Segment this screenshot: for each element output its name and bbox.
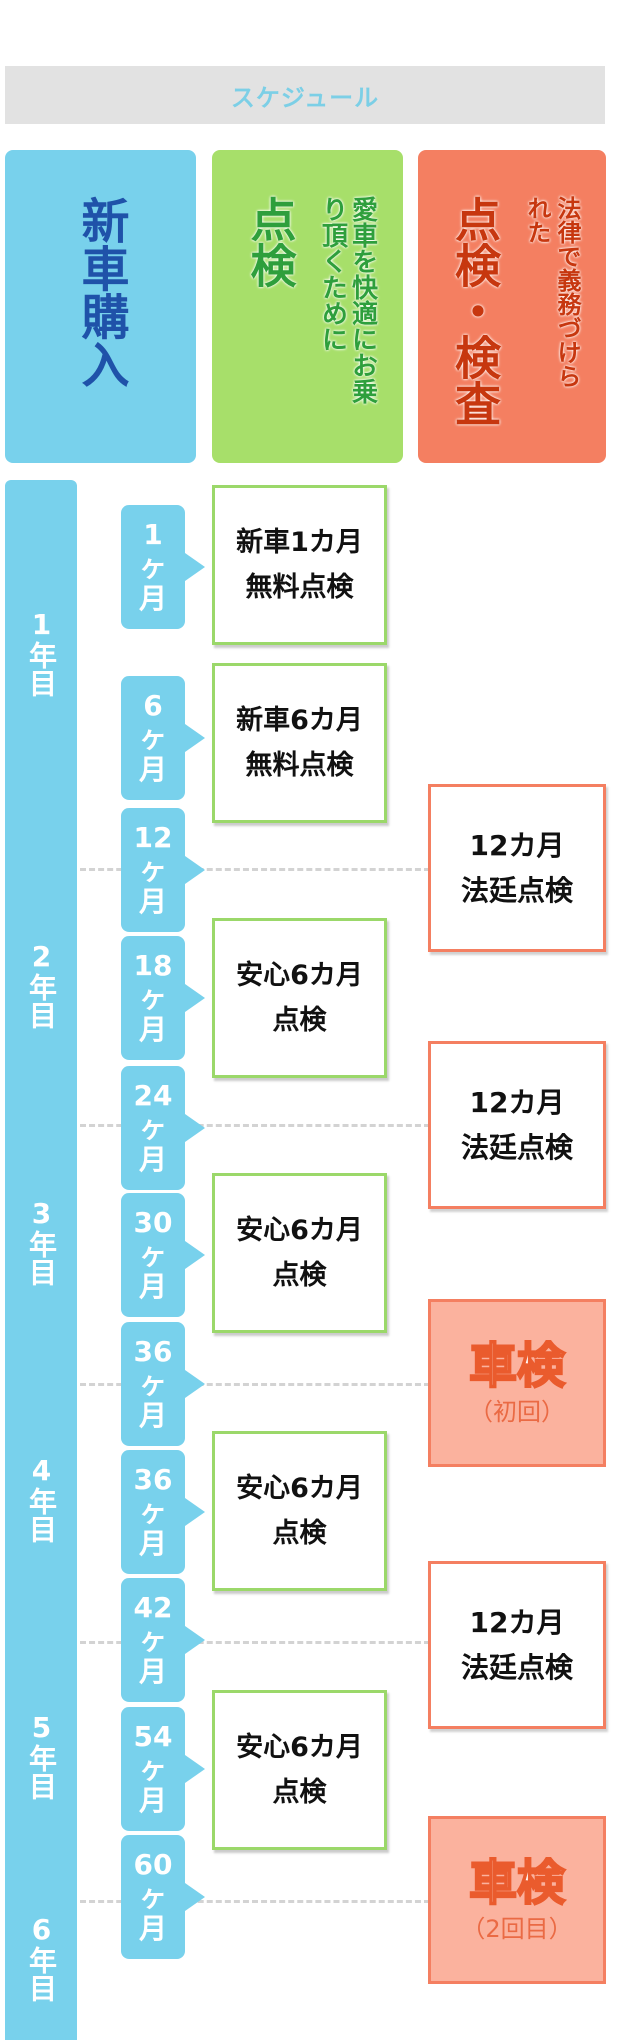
divider-line <box>80 1641 430 1644</box>
header-new-car-purchase: 新車購入 <box>5 150 196 463</box>
header-legal-inspection-sub: 法律で義務づけられた <box>523 196 581 388</box>
year-label-2: 2年目 <box>25 940 58 1029</box>
inspection-box: 安心6カ月点検 <box>212 1173 387 1333</box>
arrow-right-icon <box>185 1114 205 1142</box>
month-tab: 6ヶ月 <box>121 676 205 800</box>
divider-line <box>80 1900 430 1903</box>
inspection-box: 新車6カ月無料点検 <box>212 663 387 823</box>
legal-inspection-box: 12カ月法廷点検 <box>428 1041 606 1209</box>
month-tab: 36ヶ月 <box>121 1322 205 1446</box>
divider-line <box>80 1124 430 1127</box>
year-label-3: 3年目 <box>25 1197 58 1286</box>
arrow-right-icon <box>185 553 205 581</box>
arrow-right-icon <box>185 1883 205 1911</box>
month-tab: 36ヶ月 <box>121 1450 205 1574</box>
header-legal-inspection: 法律で義務づけられた 点検・検査 <box>418 150 606 463</box>
month-tab: 24ヶ月 <box>121 1066 205 1190</box>
header-inspection-sub: 愛車を快適にお乗り頂くために <box>317 196 378 404</box>
arrow-right-icon <box>185 1241 205 1269</box>
arrow-right-icon <box>185 1370 205 1398</box>
arrow-right-icon <box>185 984 205 1012</box>
header-inspection-label: 点検 <box>243 196 298 288</box>
inspection-box: 新車1カ月無料点検 <box>212 485 387 645</box>
vehicle-inspection-box: 車検 （初回） <box>428 1299 606 1467</box>
schedule-title: スケジュール <box>5 66 605 124</box>
vehicle-inspection-box: 車検 （2回目） <box>428 1816 606 1984</box>
month-tab: 1ヶ月 <box>121 505 205 629</box>
header-inspection: 愛車を快適にお乗り頂くために 点検 <box>212 150 403 463</box>
month-tab: 30ヶ月 <box>121 1193 205 1317</box>
arrow-right-icon <box>185 856 205 884</box>
arrow-right-icon <box>185 1626 205 1654</box>
arrow-right-icon <box>185 724 205 752</box>
month-tab: 42ヶ月 <box>121 1578 205 1702</box>
month-tab: 60ヶ月 <box>121 1835 205 1959</box>
year-label-4: 4年目 <box>25 1454 58 1543</box>
year-label-1: 1年目 <box>25 608 58 697</box>
divider-line <box>80 868 430 871</box>
month-tab: 54ヶ月 <box>121 1707 205 1831</box>
arrow-right-icon <box>185 1755 205 1783</box>
inspection-box: 安心6カ月点検 <box>212 1431 387 1591</box>
legal-inspection-box: 12カ月法廷点検 <box>428 784 606 952</box>
arrow-right-icon <box>185 1498 205 1526</box>
year-bar <box>5 480 77 2040</box>
year-label-5: 5年目 <box>25 1711 58 1800</box>
divider-line <box>80 1383 430 1386</box>
month-tab: 12ヶ月 <box>121 808 205 932</box>
header-legal-inspection-label: 点検・検査 <box>448 196 502 426</box>
year-label-6: 6年目 <box>25 1913 58 2002</box>
inspection-box: 安心6カ月点検 <box>212 1690 387 1850</box>
month-tab: 18ヶ月 <box>121 936 205 1060</box>
header-new-car-purchase-label: 新車購入 <box>72 196 129 388</box>
legal-inspection-box: 12カ月法廷点検 <box>428 1561 606 1729</box>
inspection-box: 安心6カ月点検 <box>212 918 387 1078</box>
